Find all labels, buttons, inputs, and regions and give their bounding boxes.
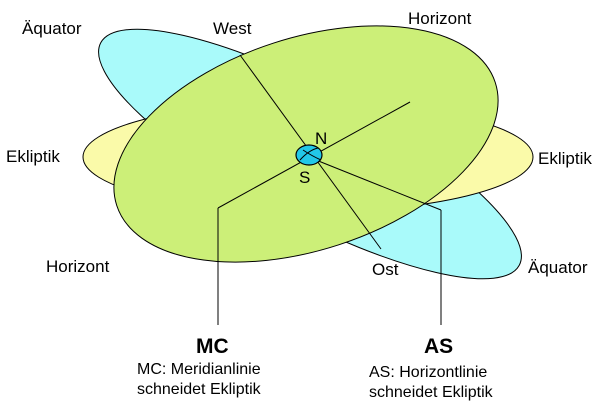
mc-description-line-2: schneidet Ekliptik bbox=[137, 381, 262, 398]
mc-label: MC bbox=[196, 335, 229, 358]
horizont-top-label: Horizont bbox=[408, 9, 472, 28]
ekliptik-right-label: Ekliptik bbox=[538, 149, 592, 168]
mc-description-line-1: MC: Meridianlinie bbox=[137, 361, 261, 378]
aequator-right-label: Äquator bbox=[528, 258, 588, 277]
as-description-line-2: schneidet Ekliptik bbox=[369, 384, 494, 401]
ost-label: Ost bbox=[372, 260, 399, 279]
horizont-ellipse bbox=[113, 25, 499, 263]
horizont-left-label: Horizont bbox=[46, 257, 110, 276]
as-description-line-1: AS: Horizontlinie bbox=[369, 364, 487, 381]
ekliptik-left-label: Ekliptik bbox=[6, 147, 60, 166]
aequator-left-label: Äquator bbox=[22, 19, 82, 38]
earth-icon bbox=[295, 144, 323, 166]
south-label: S bbox=[299, 168, 310, 187]
as-label: AS bbox=[424, 335, 453, 358]
horizon-line bbox=[305, 155, 442, 211]
west-label: West bbox=[213, 19, 252, 38]
north-label: N bbox=[315, 129, 327, 148]
